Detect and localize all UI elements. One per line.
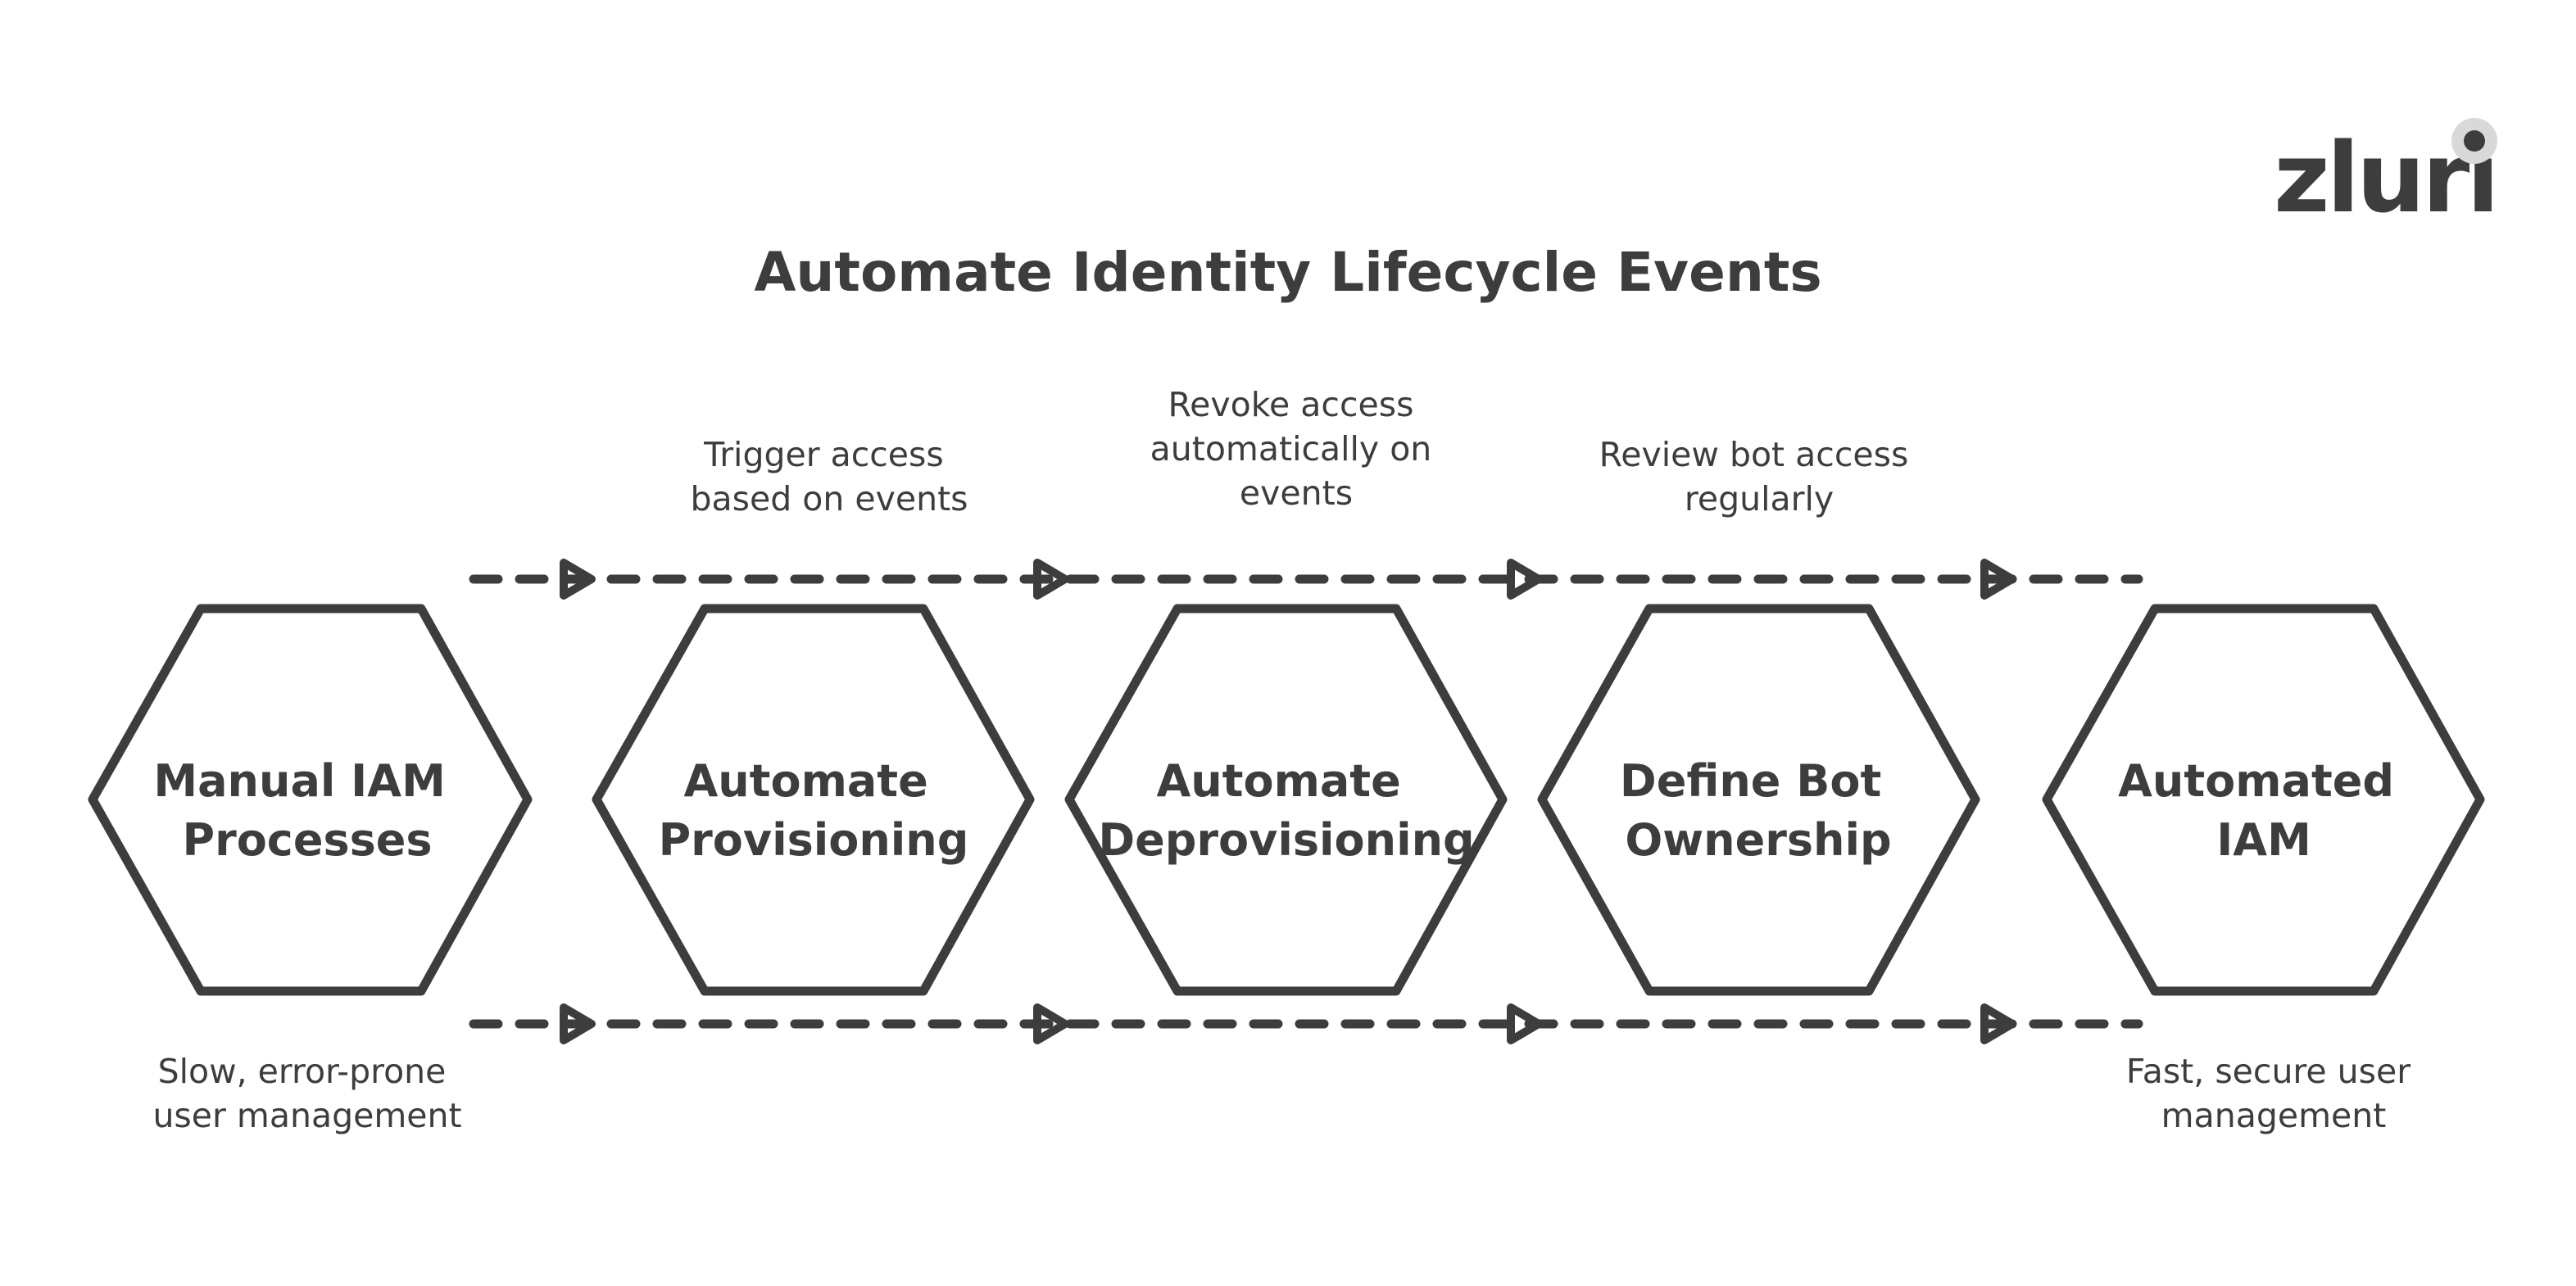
stage-label: Automate Deprovisioning: [1098, 755, 1474, 866]
note-line: Trigger access: [703, 435, 944, 474]
note-end: Fast, secure user management: [2126, 1052, 2421, 1135]
note-review: Review bot access regularly: [1599, 435, 1920, 518]
bottom-arrow-3: [1507, 1003, 1543, 1044]
stage-hexagon: [2042, 604, 2485, 996]
zluri-logo: zluri: [2274, 118, 2500, 234]
page-title: Automate Identity Lifecycle Events: [754, 241, 1821, 304]
stage-manual: Manual IAM Processes: [88, 604, 533, 996]
note-line: Review bot access: [1599, 435, 1909, 474]
stage-hexagon: [592, 604, 1035, 996]
top-arrow-4: [1980, 559, 2016, 600]
note-line: user management: [152, 1096, 461, 1135]
top-arrow-3: [1507, 559, 1543, 600]
bottom-arrow-4: [1980, 1003, 2016, 1044]
stage-label-line: Automate: [1156, 755, 1400, 807]
stage-label-line: IAM: [2216, 814, 2311, 866]
note-start: Slow, error-prone user management: [152, 1052, 461, 1135]
note-line: automatically on: [1150, 429, 1432, 469]
stage-label-line: Automated: [2118, 755, 2394, 807]
stage-label-line: Automate: [683, 755, 927, 807]
stage-label: Automated IAM: [2118, 755, 2410, 866]
stage-label: Manual IAM Processes: [153, 755, 460, 866]
bottom-flow-line: [469, 1003, 2143, 1044]
note-line: events: [1240, 473, 1353, 513]
note-line: regularly: [1685, 479, 1834, 518]
stage-automated: Automated IAM: [2042, 604, 2485, 996]
note-line: Revoke access: [1168, 385, 1414, 424]
stage-label: Automate Provisioning: [659, 755, 969, 866]
top-arrow-1: [560, 559, 596, 600]
note-line: based on events: [690, 479, 968, 518]
note-trigger: Trigger access based on events: [690, 435, 968, 518]
note-revoke: Revoke access automatically on events: [1150, 385, 1443, 513]
stage-label-line: Provisioning: [659, 814, 969, 866]
note-line: management: [2161, 1096, 2387, 1135]
logo-dot: [2464, 130, 2485, 152]
stage-hexagon: [1064, 604, 1508, 996]
stage-deprovisioning: Automate Deprovisioning: [1064, 604, 1508, 996]
bottom-arrow-1: [560, 1003, 596, 1044]
stage-label-line: Ownership: [1625, 814, 1891, 866]
stage-bot-ownership: Define Bot Ownership: [1537, 604, 1980, 996]
note-line: Fast, secure user: [2126, 1052, 2410, 1091]
stage-label-line: Processes: [183, 814, 433, 866]
note-line: Slow, error-prone: [158, 1052, 447, 1091]
stage-label: Define Bot Ownership: [1620, 755, 1897, 866]
stage-hexagon: [88, 604, 533, 996]
stage-hexagon: [1537, 604, 1980, 996]
top-arrow-2: [1033, 559, 1069, 600]
stage-provisioning: Automate Provisioning: [592, 604, 1035, 996]
stage-label-line: Manual IAM: [153, 755, 445, 807]
stage-label-line: Deprovisioning: [1098, 814, 1474, 866]
stage-label-line: Define Bot: [1620, 755, 1881, 807]
top-flow-line: [469, 559, 2143, 600]
bottom-arrow-2: [1033, 1003, 1069, 1044]
